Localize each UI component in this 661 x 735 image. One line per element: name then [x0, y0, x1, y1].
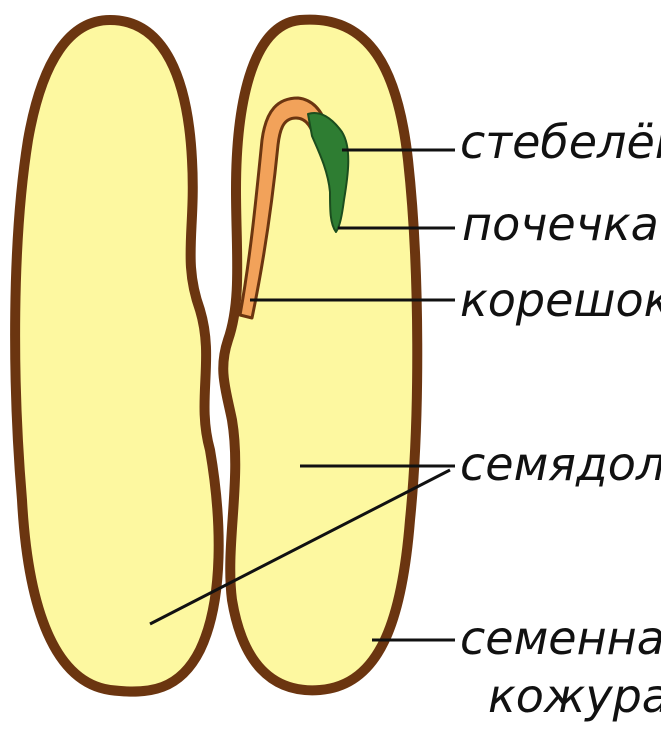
label-stem: стебелёк — [460, 115, 661, 169]
label-root: корешок — [460, 273, 661, 327]
label-cotyledons: семядоли — [460, 437, 661, 491]
label-seed-coat-line2: кожура — [488, 669, 661, 723]
label-bud: почечка — [462, 197, 659, 251]
left-cotyledon — [15, 20, 219, 692]
label-seed-coat-line1: семенная — [460, 611, 661, 665]
